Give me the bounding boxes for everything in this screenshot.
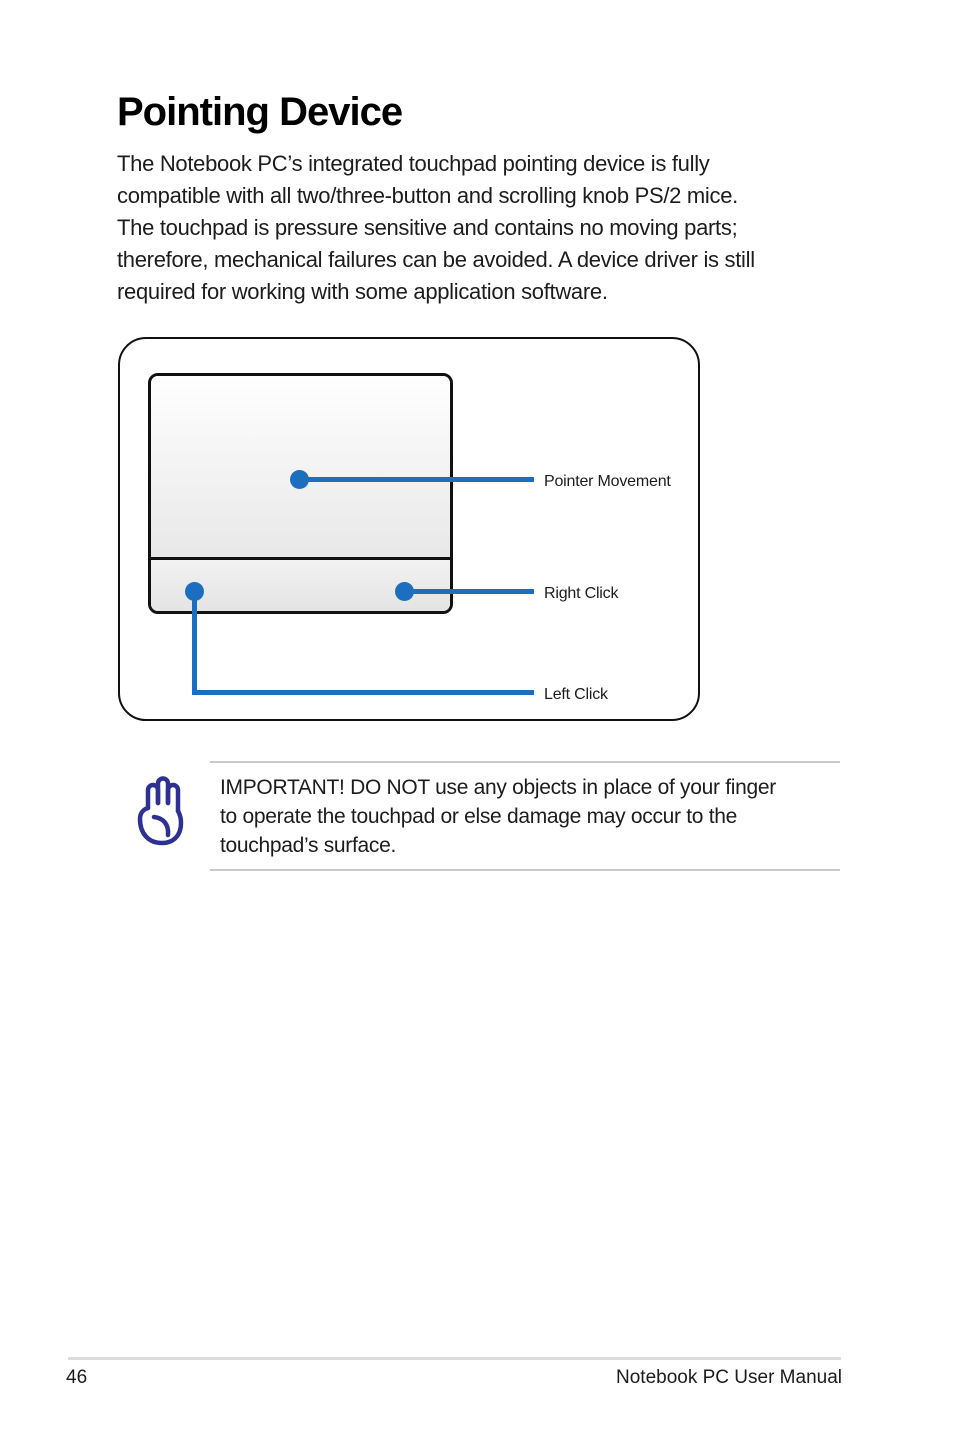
important-note: IMPORTANT! DO NOT use any objects in pla… [210, 761, 840, 871]
footer-divider [68, 1357, 841, 1360]
page-title: Pointing Device [117, 90, 403, 134]
touchpad-surface [151, 376, 450, 557]
left-click-callout-line-horizontal [192, 690, 534, 695]
left-click-label: Left Click [544, 686, 608, 703]
touchpad-diagram: Pointer Movement Right Click Left Click [118, 337, 700, 721]
footer-manual-title: Notebook PC User Manual [616, 1367, 842, 1388]
pointer-movement-callout-line [299, 477, 534, 482]
important-note-text: IMPORTANT! DO NOT use any objects in pla… [220, 776, 776, 857]
left-click-callout-line-vertical [192, 591, 197, 694]
stop-hand-icon [130, 770, 196, 850]
pointer-movement-label: Pointer Movement [544, 473, 671, 490]
right-click-label: Right Click [544, 585, 619, 602]
right-click-callout-line [404, 589, 534, 594]
page-number: 46 [66, 1367, 88, 1388]
intro-paragraph: The Notebook PC’s integrated touchpad po… [117, 151, 755, 304]
touchpad-outline [148, 373, 453, 614]
